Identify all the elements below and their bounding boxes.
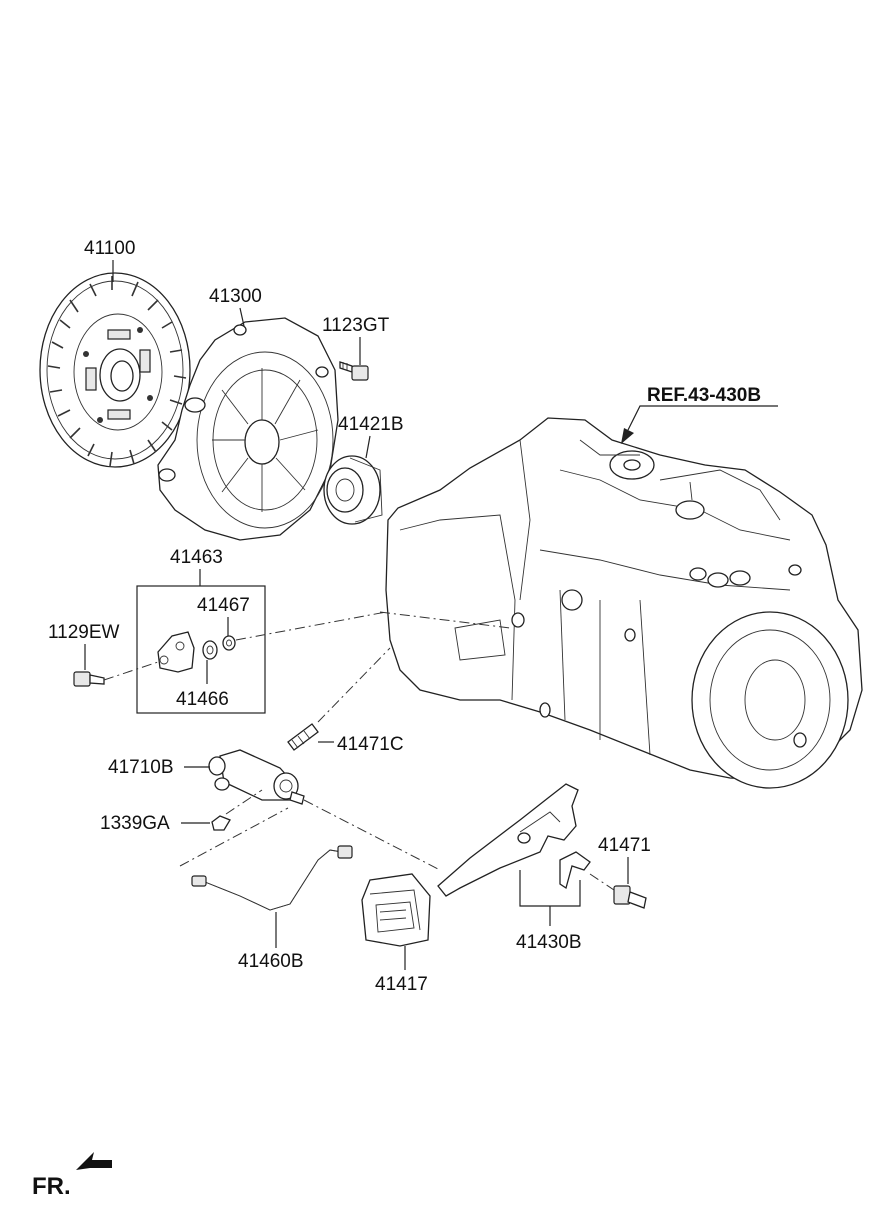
ref-leader bbox=[627, 405, 778, 431]
clip-nut-label: 1339GA bbox=[100, 813, 170, 834]
transaxle-housing bbox=[385, 417, 863, 789]
clutch-disc bbox=[39, 272, 191, 468]
bracket-kit-label: 41463 bbox=[170, 547, 223, 568]
release-cylinder-label: 41710B bbox=[108, 757, 174, 778]
bleeder-screw bbox=[287, 723, 319, 751]
centerline-tube bbox=[179, 807, 289, 867]
bleeder-screw-label: 41471C bbox=[337, 734, 404, 755]
clutch-tube bbox=[191, 845, 353, 911]
release-fork-bracket bbox=[519, 870, 581, 907]
front-arrow-icon bbox=[76, 1152, 112, 1170]
clutch-tube-label: 41460B bbox=[238, 951, 304, 972]
dust-boot bbox=[361, 873, 431, 947]
dust-boot-label: 41417 bbox=[375, 974, 428, 995]
release-bearing-leader bbox=[365, 435, 371, 459]
cover-bolt-label: 1123GT bbox=[322, 315, 390, 336]
release-fork bbox=[437, 783, 591, 897]
bushing-b-label: 41466 bbox=[176, 689, 229, 710]
centerline-bleeder bbox=[317, 647, 391, 723]
clutch-disc-label: 41100 bbox=[84, 238, 135, 259]
clutch-cover bbox=[157, 317, 339, 541]
release-fork-label: 41430B bbox=[516, 932, 582, 953]
cover-bolt bbox=[339, 361, 369, 381]
clutch-cover-leader bbox=[239, 307, 245, 327]
centerline-bracket bbox=[235, 611, 387, 641]
bushing-b bbox=[202, 640, 218, 660]
ref-transaxle-label: REF.43-430B bbox=[647, 385, 761, 406]
centerline-clip bbox=[225, 789, 263, 815]
bracket-kit-box bbox=[136, 585, 266, 714]
front-label: FR. bbox=[32, 1173, 71, 1200]
bracket bbox=[157, 631, 195, 673]
bracket-bolt-label: 1129EW bbox=[48, 622, 120, 643]
centerline-housing bbox=[379, 611, 511, 629]
centerline-pivot bbox=[589, 873, 615, 891]
bushing-a-label: 41467 bbox=[197, 595, 250, 616]
centerline-fork bbox=[303, 799, 441, 871]
pivot-bolt-label: 41471 bbox=[598, 835, 651, 856]
ref-arrowhead bbox=[621, 428, 634, 444]
release-bearing-label: 41421B bbox=[338, 414, 404, 435]
centerline-bolt bbox=[103, 661, 159, 681]
bracket-bolt bbox=[73, 671, 105, 687]
bushing-a bbox=[222, 635, 236, 651]
clutch-cover-label: 41300 bbox=[209, 286, 262, 307]
clip-nut bbox=[211, 815, 231, 831]
release-cylinder bbox=[208, 749, 305, 805]
release-bearing bbox=[323, 455, 383, 525]
pivot-bolt bbox=[613, 885, 647, 909]
